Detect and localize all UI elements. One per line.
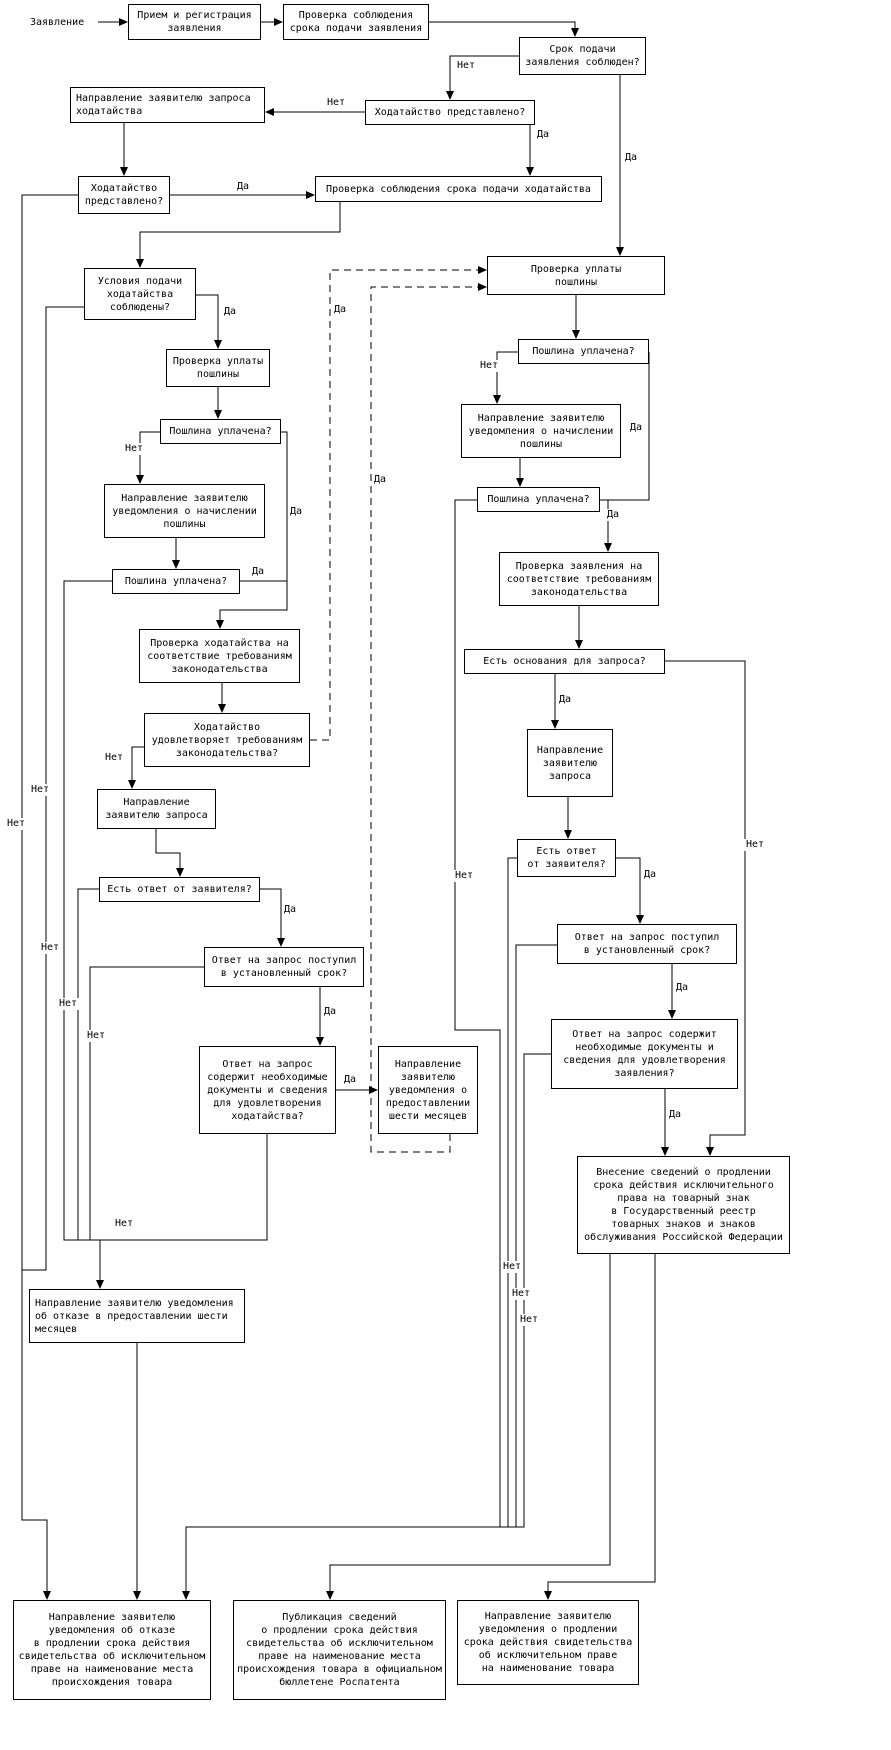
connector-app-deadline-no <box>446 55 519 100</box>
branch-label-yes-sixmonths-feedback: Да <box>371 474 389 486</box>
branch-label-no-conditions-no: Нет <box>28 784 52 796</box>
node-grant-six-months: Направление заявителю уведомления о пред… <box>378 1046 478 1134</box>
node-petition-conditions-ok: Условия подачи ходатайства соблюдены? <box>84 268 196 320</box>
branch-label-yes-feepaid4-yes: Да <box>604 509 622 521</box>
connector-petition2-no <box>21 194 78 1600</box>
connector-petition-deadline-to-conditions <box>136 202 341 268</box>
connector-feepaid1-yes <box>216 431 288 629</box>
node-grounds-for-request: Есть основания для запроса? <box>464 649 665 674</box>
node-petition-presented-2: Ходатайство представлено? <box>78 176 170 214</box>
node-reply-received-petition: Есть ответ от заявителя? <box>99 877 260 902</box>
node-reply-sufficient-petition: Ответ на запрос содержит необходимые док… <box>199 1046 336 1134</box>
connector-conditions-yes <box>196 294 222 349</box>
node-check-petition-law: Проверка ходатайства на соответствие тре… <box>139 629 300 683</box>
node-notify-extension: Направление заявителю уведомления о прод… <box>457 1600 639 1685</box>
connector-satisfies-yes-feedback <box>310 266 487 741</box>
branch-label-no-intime2-no: Нет <box>509 1288 533 1300</box>
branch-label-no-sufficient1-no: Нет <box>112 1218 136 1230</box>
node-check-fee-app: Проверка уплаты пошлины <box>487 256 665 295</box>
connector-feepaid4-no <box>182 499 501 1600</box>
node-check-fee-petition: Проверка уплаты пошлины <box>166 349 270 387</box>
branch-label-no-grounds-no: Нет <box>743 839 767 851</box>
node-fee-paid-petition-2: Пошлина уплачена? <box>112 569 240 594</box>
branch-label-no-reply2-no: Нет <box>500 1261 524 1273</box>
connector-register-to-publish <box>326 1254 611 1600</box>
node-start: Заявление <box>30 16 85 28</box>
connector-reply1-yes <box>260 888 285 947</box>
node-request-petition: Направление заявителю запроса <box>97 789 216 829</box>
node-petition-presented-1: Ходатайство представлено? <box>365 100 535 125</box>
branch-label-no-intime1-no: Нет <box>84 1030 108 1042</box>
branch-label-yes-grounds-yes: Да <box>556 694 574 706</box>
branch-label-yes-reply2-yes: Да <box>641 869 659 881</box>
connector-intime2-no <box>500 944 557 1528</box>
node-reply-in-time-app: Ответ на запрос поступил в установленный… <box>557 924 737 964</box>
branch-label-no-feepaid3-no: Нет <box>477 360 501 372</box>
node-fee-paid-petition-1: Пошлина уплачена? <box>160 419 281 444</box>
node-request-app: Направление заявителю запроса <box>527 729 613 797</box>
branch-label-no-petition1-no: Нет <box>324 97 348 109</box>
node-refuse-extension: Направление заявителю уведомления об отк… <box>13 1600 211 1700</box>
node-refuse-six-months: Направление заявителю уведомления об отк… <box>29 1289 245 1343</box>
connector-sufficient1-no <box>100 1134 268 1241</box>
node-fee-paid-app-1: Пошлина уплачена? <box>518 339 649 364</box>
connector-reply1-no <box>77 888 100 1241</box>
branch-label-no-sufficient2-no: Нет <box>517 1314 541 1326</box>
branch-label-no-petition2-no: Нет <box>4 818 28 830</box>
branch-label-yes-intime2-yes: Да <box>673 982 691 994</box>
branch-label-yes-feepaid1-yes: Да <box>287 506 305 518</box>
connector-deadline-check-to-decision <box>429 21 579 37</box>
branch-label-yes-petition2-yes: Да <box>234 181 252 193</box>
connector-feepaid1-no <box>136 431 160 484</box>
node-reply-in-time-petition: Ответ на запрос поступил в установленный… <box>204 947 364 987</box>
node-check-app-deadline: Проверка соблюдения срока подачи заявлен… <box>283 4 429 40</box>
branch-label-yes-intime1-yes: Да <box>321 1006 339 1018</box>
branch-label-no-reply1-no: Нет <box>56 998 80 1010</box>
branch-label-yes-sufficient2-yes: Да <box>666 1109 684 1121</box>
node-reply-sufficient-app: Ответ на запрос содержит необходимые док… <box>551 1019 738 1089</box>
branch-label-yes-satisfies-yes-feedback: Да <box>331 304 349 316</box>
node-register-entry: Внесение сведений о продлении срока дейс… <box>577 1156 790 1254</box>
connector-satisfies-no <box>128 746 144 789</box>
branch-label-yes-feepaid3-yes: Да <box>627 422 645 434</box>
node-fee-paid-app-2: Пошлина уплачена? <box>477 487 600 512</box>
node-fee-notice-petition: Направление заявителю уведомления о начи… <box>104 484 265 538</box>
branch-label-yes-reply1-yes: Да <box>281 904 299 916</box>
branch-label-no-feepaid2-no: Нет <box>38 942 62 954</box>
connector-reply2-yes <box>616 857 644 924</box>
connector-request1-to-reply1 <box>155 829 184 877</box>
branch-label-yes-conditions-yes: Да <box>221 306 239 318</box>
node-send-petition-request: Направление заявителю запроса ходатайств… <box>70 87 265 123</box>
connector-feepaid3-yes <box>604 352 650 552</box>
branch-label-no-feepaid1-no: Нет <box>122 443 146 455</box>
node-reception: Прием и регистрация заявления <box>128 4 261 40</box>
connector-register-to-notify <box>544 1254 656 1600</box>
node-fee-notice-app: Направление заявителю уведомления о начи… <box>461 404 621 458</box>
branch-label-no-feepaid4-no: Нет <box>452 870 476 882</box>
node-app-deadline-ok: Срок подачи заявления соблюден? <box>519 37 646 75</box>
branch-label-no-satisfies-no: Нет <box>102 752 126 764</box>
node-petition-satisfies-law: Ходатайство удовлетворяет требованиям за… <box>144 713 310 767</box>
connector-feepaid2-no <box>63 580 112 1289</box>
node-check-petition-deadline: Проверка соблюдения срока подачи ходатай… <box>315 176 602 202</box>
branch-label-yes-feepaid2-yes: Да <box>249 566 267 578</box>
branch-label-yes-app-deadline-yes: Да <box>622 152 640 164</box>
branch-label-yes-petition1-yes: Да <box>534 129 552 141</box>
branch-label-no-app-deadline-no: Нет <box>454 60 478 72</box>
node-publish-extension: Публикация сведений о продлении срока де… <box>233 1600 446 1700</box>
node-reply-received-app: Есть ответ от заявителя? <box>517 839 616 877</box>
connector-grounds-no <box>665 660 746 1156</box>
connector-reply2-no <box>500 857 517 1528</box>
connector-sixmonths-feedback <box>370 283 487 1153</box>
branch-label-yes-sufficient1-yes: Да <box>341 1074 359 1086</box>
node-check-app-law: Проверка заявления на соответствие требо… <box>499 552 659 606</box>
connector-intime1-no <box>89 966 204 1241</box>
connector-feepaid3-no <box>493 351 518 404</box>
